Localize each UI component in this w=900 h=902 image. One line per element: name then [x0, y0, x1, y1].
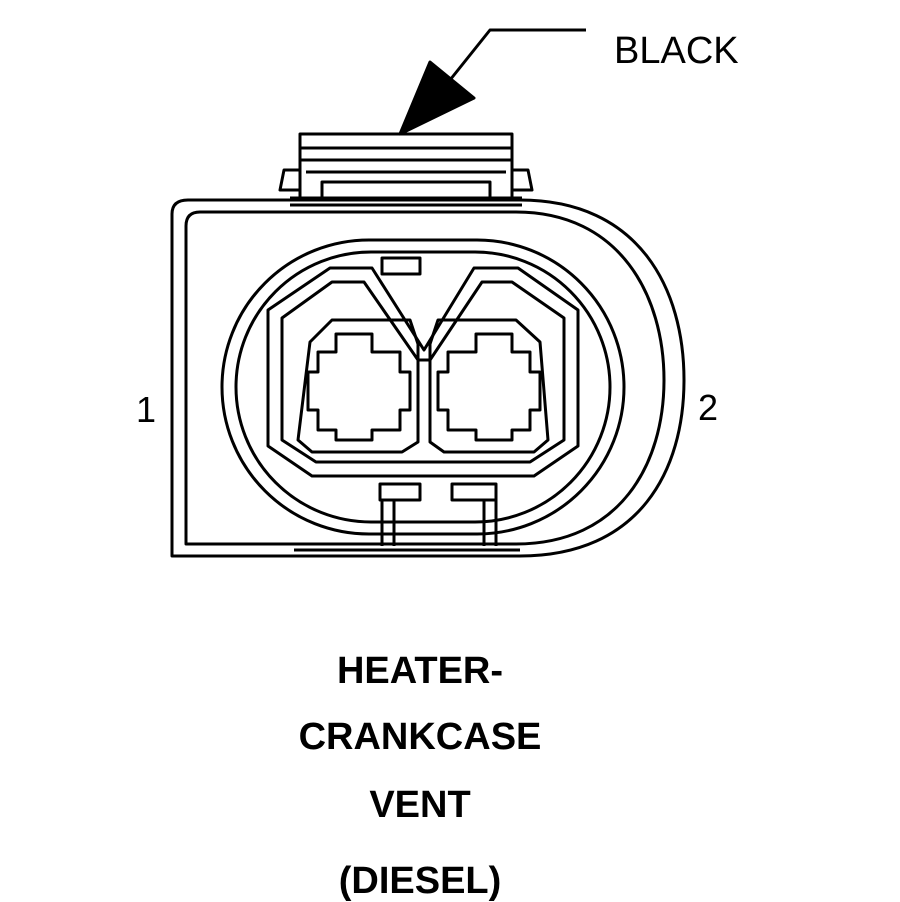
seal-oval — [220, 238, 626, 536]
color-leader-arrow — [398, 28, 586, 136]
caption-line-4: (DIESEL) — [338, 860, 502, 902]
caption-line-3: VENT — [369, 784, 471, 826]
cavity-housing — [266, 266, 580, 478]
polarizing-keys — [378, 256, 498, 546]
caption-line-1: HEATER- — [336, 650, 504, 692]
connector-body — [170, 198, 686, 558]
locking-tab — [278, 132, 534, 207]
pin-1-label: 1 — [136, 389, 157, 430]
pin-cavity-2 — [428, 318, 550, 454]
pin-2-label: 2 — [698, 387, 719, 428]
wire-color-label: BLACK — [614, 30, 739, 72]
caption-line-2: CRANKCASE — [298, 716, 542, 758]
pin-cavity-1 — [296, 318, 420, 454]
